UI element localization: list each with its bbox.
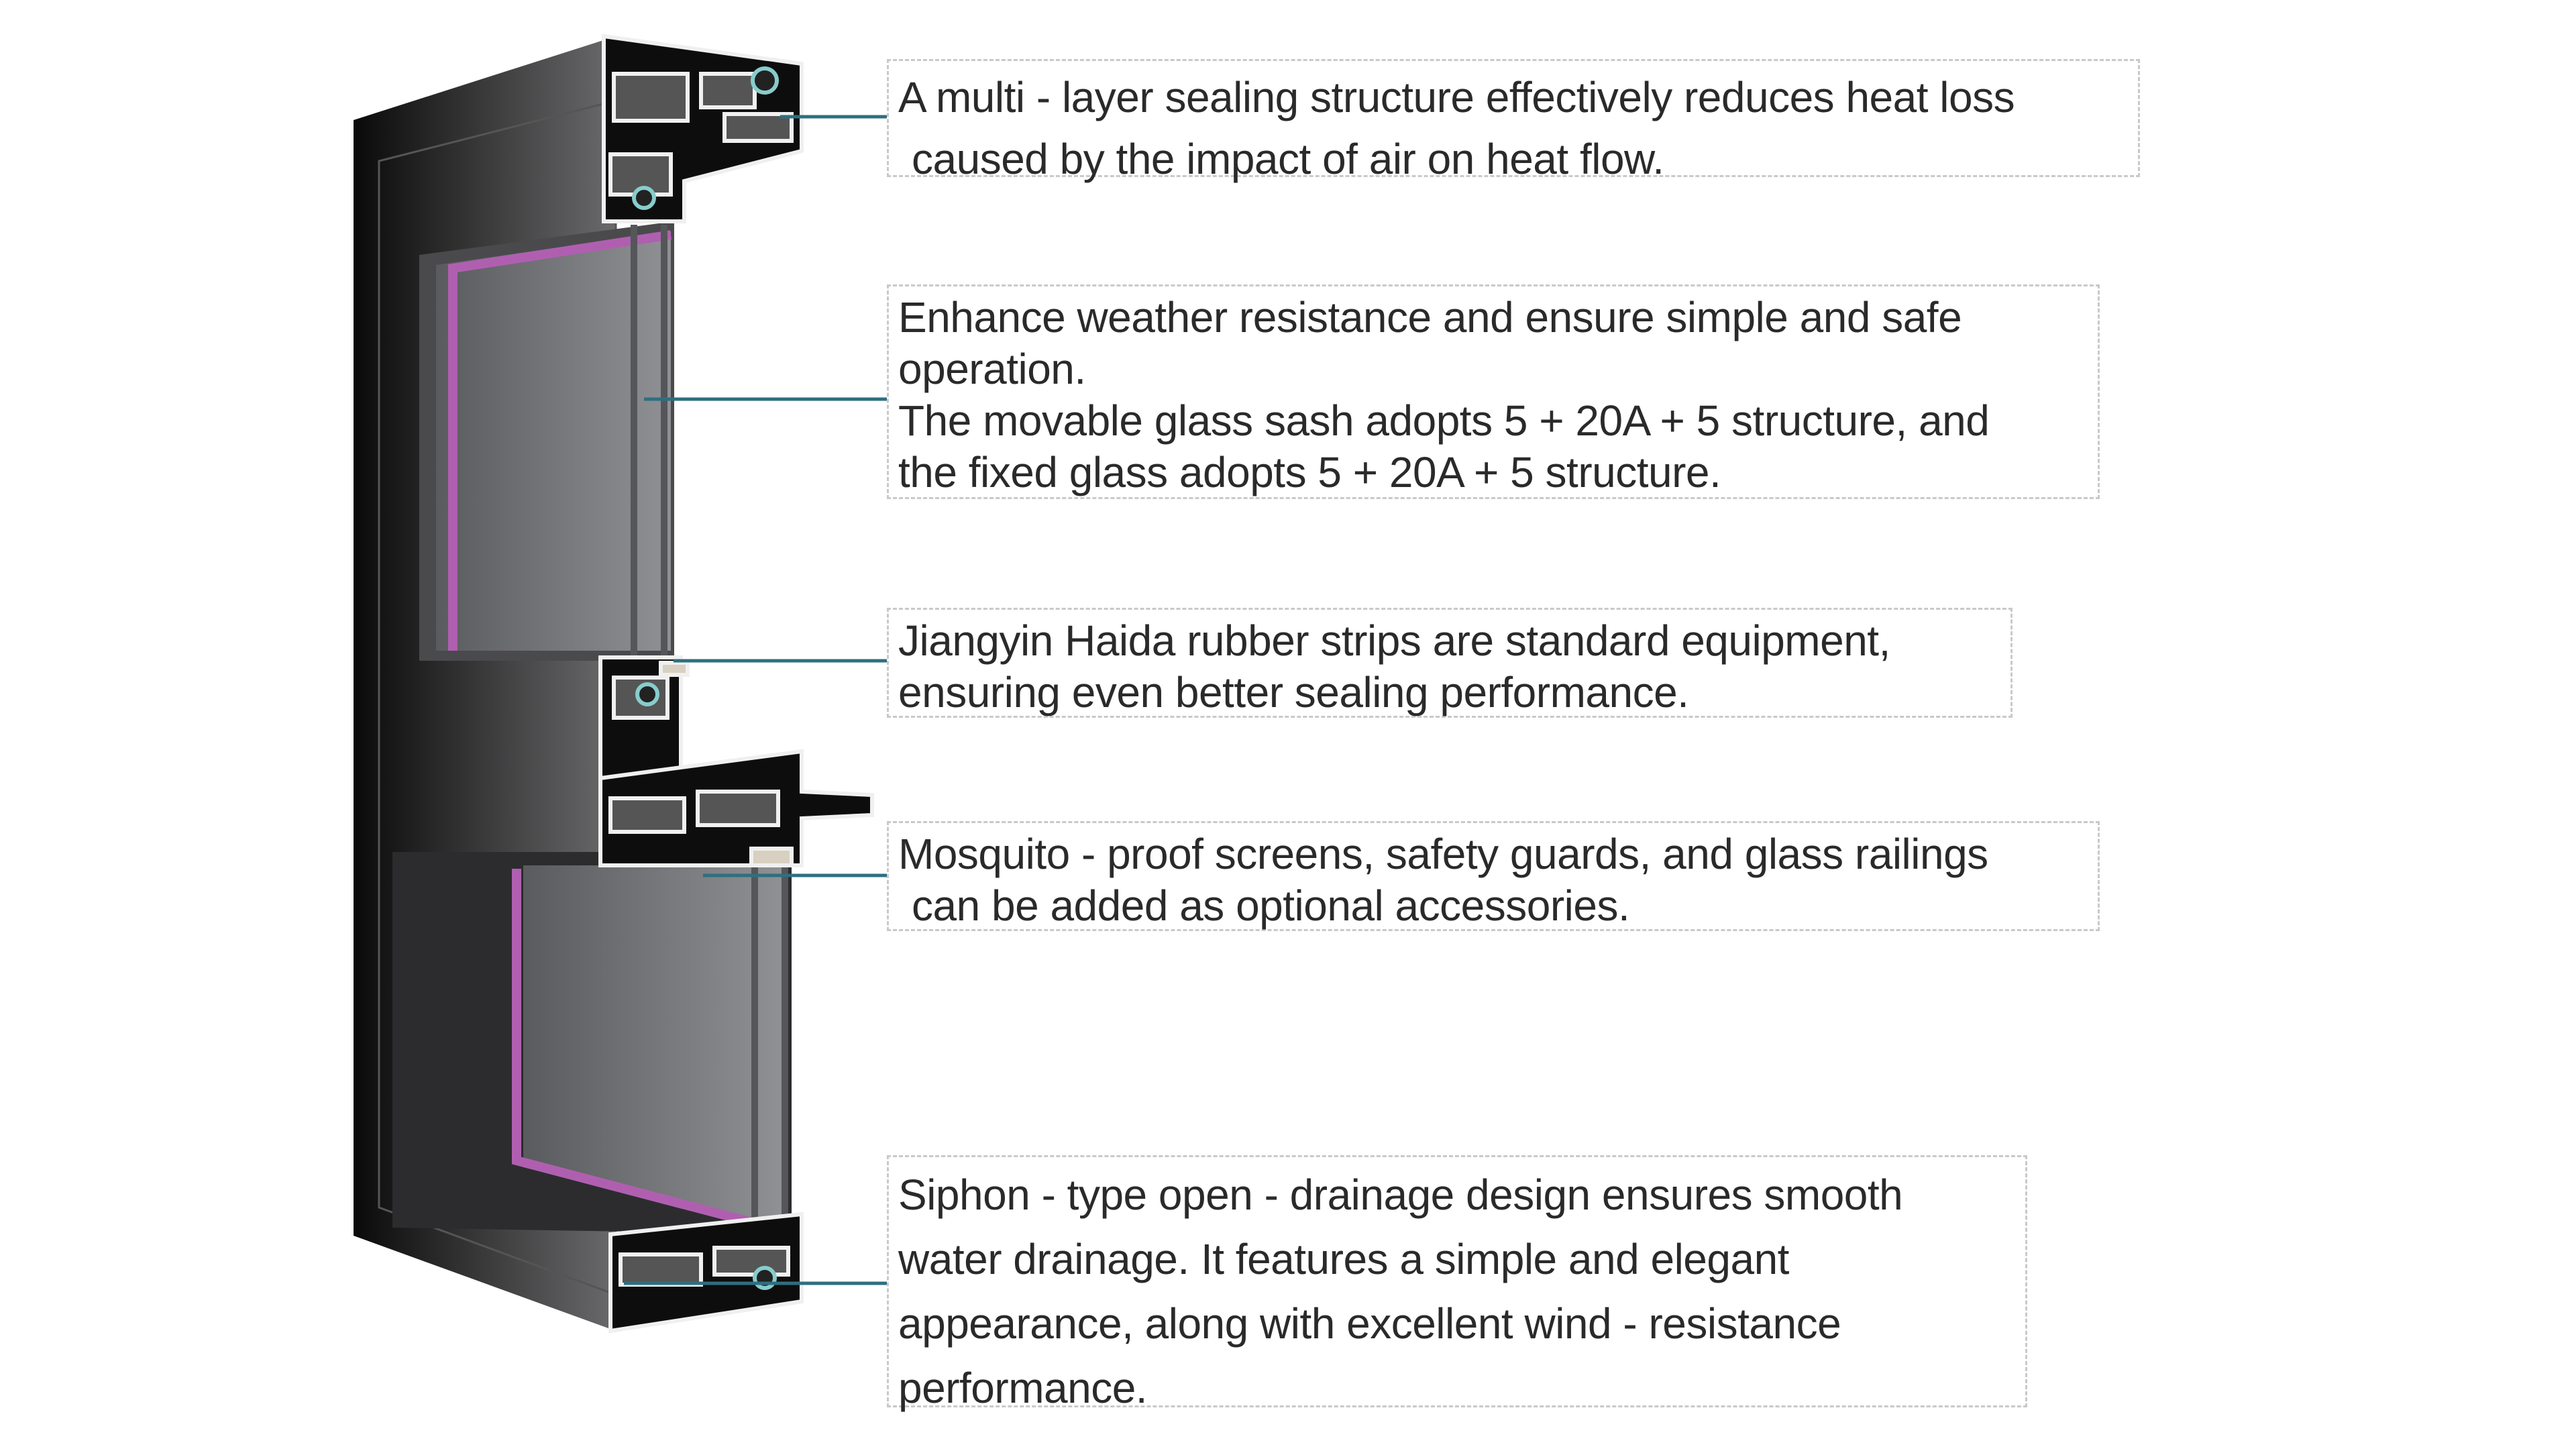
- lower-glass-pane: [392, 852, 792, 1236]
- bottom-profile-section: [608, 1212, 804, 1334]
- annotation-drainage: Siphon - type open - drainage design ens…: [887, 1155, 2027, 1412]
- annotation-text: Mosquito - proof screens, safety guards,…: [898, 830, 1988, 878]
- annotation-text: A multi - layer sealing structure effect…: [898, 73, 2015, 121]
- annotation-text: operation.: [898, 345, 1086, 393]
- annotation-glass-structure: Enhance weather resistance and ensure si…: [887, 284, 2100, 499]
- upper-glass-pane: [419, 221, 674, 661]
- annotation-text: the fixed glass adopts 5 + 20A + 5 struc…: [898, 448, 1721, 496]
- annotation-accessories: Mosquito - proof screens, safety guards,…: [887, 821, 2100, 931]
- annotation-text: water drainage. It features a simple and…: [898, 1235, 1789, 1283]
- annotation-text: can be added as optional accessories.: [912, 881, 1630, 930]
- annotation-text: Jiangyin Haida rubber strips are standar…: [898, 616, 1890, 665]
- annotation-text: Enhance weather resistance and ensure si…: [898, 293, 1962, 341]
- annotation-text: appearance, along with excellent wind - …: [898, 1299, 1841, 1348]
- top-profile-section: [602, 34, 804, 223]
- middle-profile-section: [598, 655, 874, 867]
- annotation-text: The movable glass sash adopts 5 + 20A + …: [898, 396, 1990, 445]
- annotation-text: ensuring even better sealing performance…: [898, 668, 1689, 716]
- annotation-rubber-strips: Jiangyin Haida rubber strips are standar…: [887, 608, 2012, 718]
- annotation-text: Siphon - type open - drainage design ens…: [898, 1171, 1903, 1219]
- annotation-text: caused by the impact of air on heat flow…: [912, 135, 1664, 183]
- leader-lines: [624, 115, 887, 1285]
- annotation-text: performance.: [898, 1364, 1148, 1412]
- annotation-sealing-structure: A multi - layer sealing structure effect…: [887, 59, 2140, 183]
